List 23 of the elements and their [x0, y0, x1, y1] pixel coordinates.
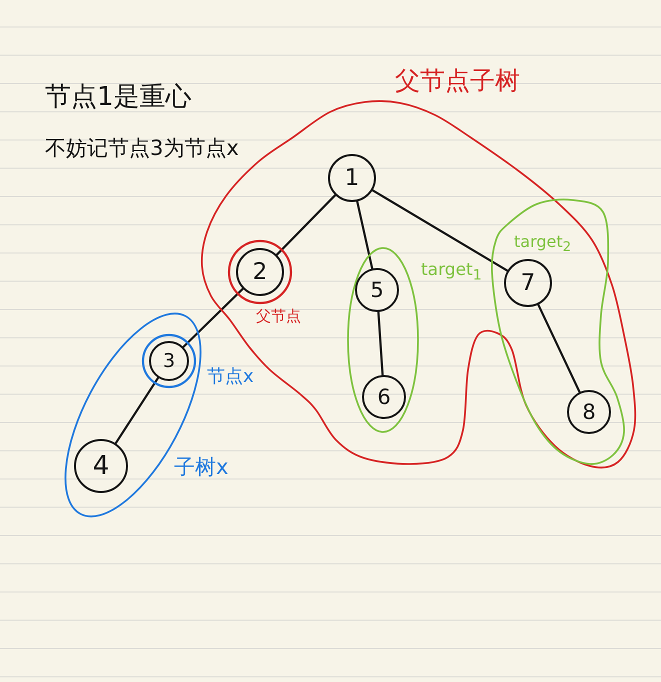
tree-node: 5 [355, 268, 399, 312]
node-caption: 节点x [207, 368, 254, 386]
region-label: 父节点子树 [395, 68, 520, 93]
tree-edge [372, 189, 508, 272]
tree-node: 6 [362, 375, 406, 419]
tree-node: 7 [504, 259, 552, 307]
handwritten-note: 不妨记节点3为节点x [45, 138, 239, 159]
region-label: target$_{2}$ [514, 234, 572, 255]
tree-edge [537, 304, 581, 394]
tree-node: 8 [567, 390, 611, 434]
region-label: target$_{1}$ [421, 262, 482, 283]
tree-edge [114, 376, 160, 444]
tree-edge [377, 310, 384, 376]
tree-node: 2 [236, 248, 284, 296]
tree-node: 1 [328, 154, 376, 202]
handwritten-note: 节点1是重心 [45, 84, 192, 110]
tree-edge [276, 194, 336, 256]
node-caption: 父节点 [256, 309, 301, 324]
tree-node: 4 [74, 439, 128, 493]
tree-edge [356, 200, 374, 270]
region-label: 子树x [174, 457, 228, 478]
tree-edge [182, 288, 244, 348]
tree-node: 3 [149, 341, 189, 381]
